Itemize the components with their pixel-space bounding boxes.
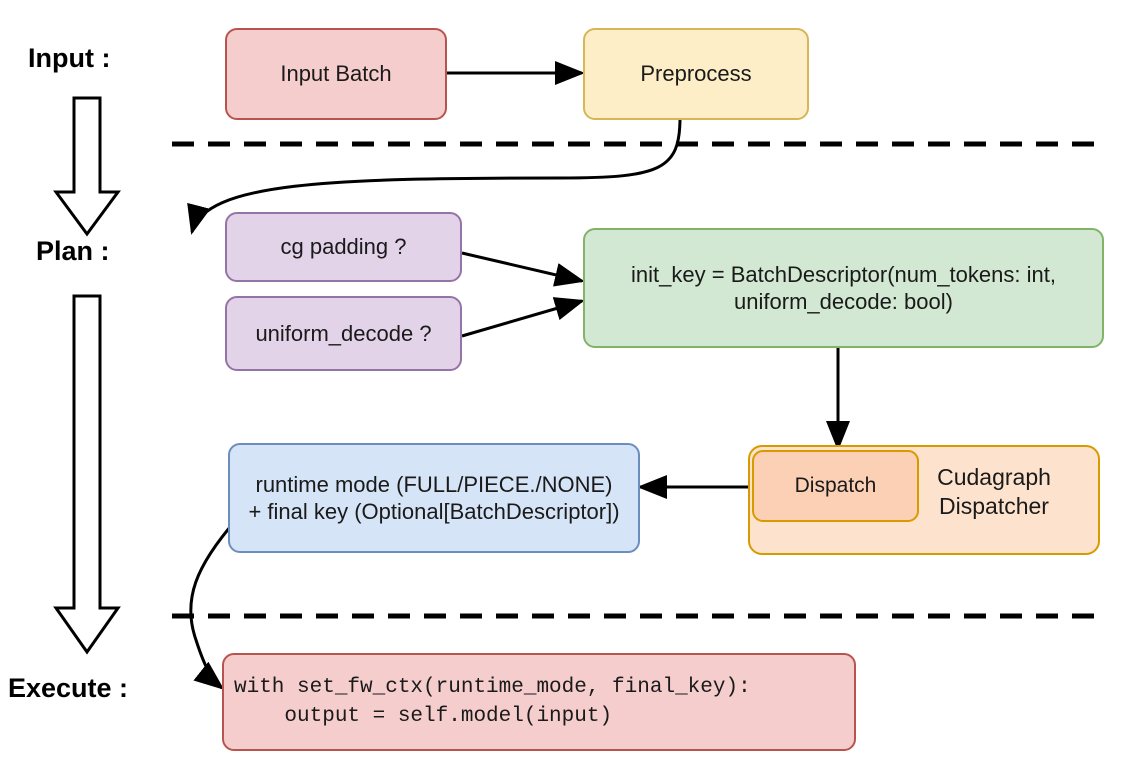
node-dispatch-label: Dispatch xyxy=(794,473,877,497)
node-init-key[interactable]: init_key = BatchDescriptor(num_tokens: i… xyxy=(583,228,1104,348)
node-cg-padding-label: cg padding ? xyxy=(280,234,407,260)
node-runtime-mode[interactable]: runtime mode (FULL/PIECE./NONE) + final … xyxy=(228,443,640,553)
stage-label-plan: Plan : xyxy=(36,236,110,266)
edge-cg-padding-to-init-key xyxy=(461,251,585,287)
node-preprocess[interactable]: Preprocess xyxy=(583,28,809,120)
big-arrow-plan-to-execute xyxy=(53,294,121,655)
node-execute-code-line1: with set_fw_ctx(runtime_mode, final_key)… xyxy=(234,675,751,699)
node-input-batch-label: Input Batch xyxy=(280,61,392,87)
node-cg-padding[interactable]: cg padding ? xyxy=(225,212,462,282)
node-execute-code[interactable]: with set_fw_ctx(runtime_mode, final_key)… xyxy=(222,653,856,751)
stage-label-input: Input : xyxy=(28,43,111,73)
node-uniform-decode[interactable]: uniform_decode ? xyxy=(225,296,462,371)
node-runtime-mode-line2: + final key (Optional[BatchDescriptor]) xyxy=(248,499,620,524)
node-execute-code-line2: output = self.model(input) xyxy=(234,705,613,728)
node-init-key-line1: init_key = BatchDescriptor(num_tokens: i… xyxy=(631,261,1056,287)
node-preprocess-label: Preprocess xyxy=(640,61,752,87)
edge-uniform-decode-to-init-key xyxy=(461,297,585,338)
node-init-key-line2: uniform_decode: bool) xyxy=(734,289,953,314)
node-uniform-decode-label: uniform_decode ? xyxy=(255,320,432,346)
stage-label-execute: Execute : xyxy=(8,673,129,703)
node-input-batch[interactable]: Input Batch xyxy=(225,28,447,120)
node-runtime-mode-line1: runtime mode (FULL/PIECE./NONE) xyxy=(255,471,613,497)
big-arrow-input-to-plan xyxy=(53,96,121,237)
node-dispatch[interactable]: Dispatch xyxy=(752,450,919,522)
node-cudagraph-dispatcher-label: Cudagraph Dispatcher xyxy=(937,464,1051,519)
